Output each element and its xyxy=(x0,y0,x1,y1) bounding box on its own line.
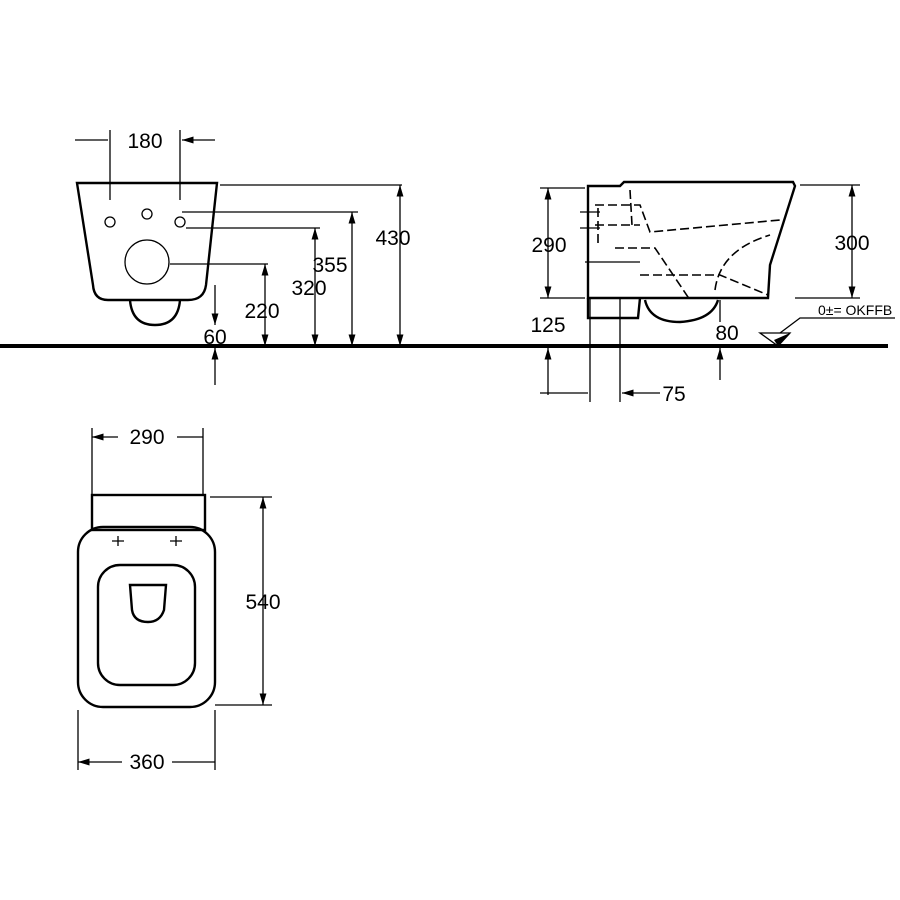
dim-75: 75 xyxy=(662,383,685,406)
dim-430: 430 xyxy=(375,227,410,250)
side-view: 290 300 125 80 75 0±= OKFFB xyxy=(530,180,895,406)
front-view: 180 430 355 320 220 60 xyxy=(75,130,411,385)
dim-290-side: 290 xyxy=(531,234,566,257)
floor-reference-label: 0±= OKFFB xyxy=(818,302,892,318)
dim-180: 180 xyxy=(127,130,162,153)
dim-60: 60 xyxy=(203,326,226,349)
dim-300: 300 xyxy=(834,232,869,255)
dim-80: 80 xyxy=(715,322,738,345)
dim-355: 355 xyxy=(312,254,347,277)
dim-320: 320 xyxy=(291,277,326,300)
dim-540: 540 xyxy=(245,591,280,614)
top-view: 290 540 360 xyxy=(78,426,281,774)
dim-125: 125 xyxy=(530,314,565,337)
dim-290-top: 290 xyxy=(129,426,164,449)
dim-360: 360 xyxy=(129,751,164,774)
dim-220: 220 xyxy=(244,300,279,323)
